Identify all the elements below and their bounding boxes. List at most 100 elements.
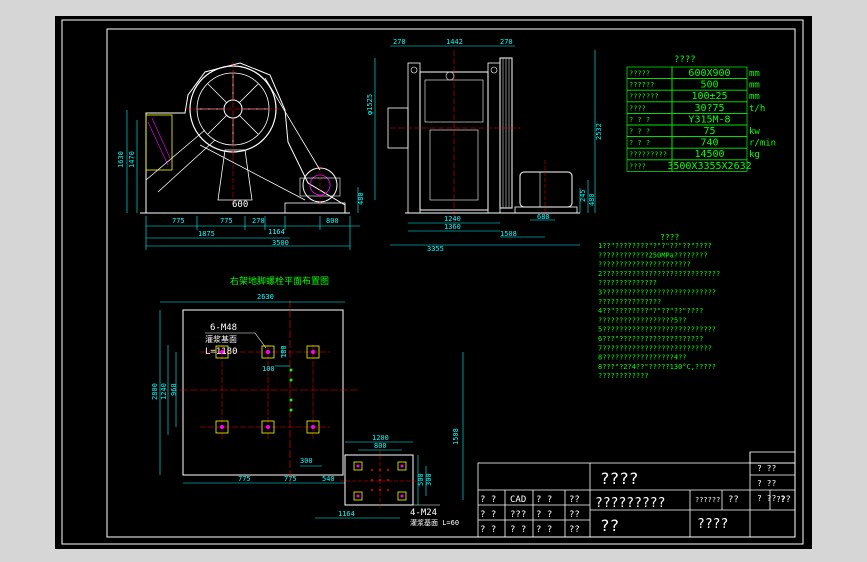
spec-row-value: 500: [700, 80, 718, 91]
inner-border: [106, 28, 796, 538]
motor-bolt-label: 4-M24: [410, 508, 437, 518]
drawing-canvas: [55, 16, 812, 549]
dim-side-480: 480: [588, 193, 596, 206]
outer-border: [61, 19, 804, 545]
note-line: ????????????: [598, 372, 649, 380]
note-line: 6???"????????????????????: [598, 335, 703, 343]
dim-side-1508: 1508: [500, 230, 517, 238]
foundation-plan: 右架地脚螺栓平面布置图 6-M48 灌浆基面 L=1180: [151, 275, 464, 519]
dim-front-1470: 1470: [128, 151, 136, 168]
dim-found-1508: 1508: [452, 428, 460, 445]
title-block-scale-value: ??: [728, 495, 739, 505]
dim-found-1164: 1164: [338, 510, 355, 518]
dim-front-775b: 775: [220, 217, 233, 225]
dim-found-300: 300: [300, 457, 313, 465]
spec-row-label: ? ? ?: [629, 139, 650, 147]
note-line: 8???"?2?4??"?????130°C,?????: [598, 363, 716, 371]
note-line: ??????????????????????: [598, 261, 691, 269]
title-block-name: ?????????: [595, 496, 665, 511]
dim-found-2800: 2800: [151, 383, 159, 400]
dim-found-775a: 775: [238, 475, 251, 483]
note-line: 3???????????????????????????: [598, 289, 716, 297]
dim-front-775a: 775: [172, 217, 185, 225]
title-grid-cell: ? ?: [536, 495, 552, 505]
note-line: 5???????????????????????????: [598, 326, 716, 334]
dim-motor-500: 500: [417, 473, 425, 486]
dim-found-100: 100: [262, 365, 275, 373]
dim-front-800: 800: [326, 217, 339, 225]
note-line: 7??????????????????????????: [598, 344, 712, 352]
dim-side-1442: 1442: [446, 38, 463, 46]
note-line: 2????????????????????????????: [598, 270, 720, 278]
motor-base-plan: 1200 800 500 300 4-M24 灌浆基面 L=60: [340, 434, 459, 527]
dim-found-540: 540: [322, 475, 335, 483]
title-grid-cell: ??: [569, 525, 580, 535]
spec-row-value: 30?75: [694, 103, 724, 114]
dim-side-680: 680: [537, 213, 550, 221]
dim-found-1240: 1240: [160, 383, 168, 400]
spec-row-unit: mm: [749, 81, 760, 91]
dim-front-3500: 3500: [272, 239, 289, 247]
dim-side-270b: 270: [500, 38, 513, 46]
note-line: ???????????????: [598, 298, 661, 306]
spec-row-value: 600X900: [688, 68, 730, 79]
spec-row-value: 740: [700, 138, 718, 149]
note-line: 8?????????????????4??: [598, 354, 687, 362]
spec-row-label: ? ? ?: [629, 128, 650, 136]
title-block-right-c: ? ??: [757, 494, 776, 503]
spec-row-unit: kw: [749, 127, 760, 137]
spec-row-value: 3500X3355X2632: [667, 161, 751, 172]
title-block-drawing-title: ????: [600, 469, 639, 488]
spec-row-value: 75: [703, 126, 715, 137]
spec-row-label: ??????: [629, 81, 654, 89]
side-view: 270 1442 270 φ1525 2532 1240 1360 1508 3…: [366, 38, 603, 253]
foundation-bolt-label: 6-M48: [210, 323, 237, 333]
front-view: 1630 1470 775 775 270 1164 800 1875 3500…: [117, 62, 365, 250]
title-block-scale-label: ??????: [695, 496, 720, 504]
title-grid-cell: ? ?: [510, 525, 526, 535]
spec-row-unit: kg: [749, 150, 760, 160]
spec-row-value: 100±25: [691, 91, 727, 102]
spec-row-label: ????: [629, 104, 646, 112]
title-grid-cell: ???: [510, 510, 526, 520]
dim-found-2630: 2630: [257, 293, 274, 301]
motor-grout-label: 灌浆基面 L=60: [410, 518, 459, 527]
title-block: [477, 451, 796, 538]
note-line: ????????????250MPa????????: [598, 251, 708, 259]
dim-motor-1200: 1200: [372, 434, 389, 442]
dim-front-1630: 1630: [117, 151, 125, 168]
foundation-length-label: L=1180: [205, 347, 238, 357]
spec-row-unit: mm: [749, 69, 760, 79]
spec-row-unit: t/h: [749, 104, 765, 114]
foundation-grout-label: 灌浆基面: [205, 334, 237, 344]
dim-front-1164: 1164: [268, 228, 285, 236]
technical-notes: ???? 1??"????????"?"?"??"??"????????????…: [598, 233, 720, 380]
notes-title: ????: [660, 233, 679, 242]
title-grid-cell: ? ?: [536, 510, 552, 520]
dim-side-2532: 2532: [595, 123, 603, 140]
spec-row-label: ?????: [629, 70, 650, 78]
dim-side-phi1525: φ1525: [366, 94, 374, 115]
dim-side-1360: 1360: [444, 223, 461, 231]
title-grid-cell: ? ?: [480, 495, 496, 505]
spec-table-title: ????: [674, 55, 696, 65]
title-grid-cell: ? ?: [480, 525, 496, 535]
spec-row-value: 14500: [694, 149, 724, 160]
title-grid-cell: ??: [569, 495, 580, 505]
note-line: 1??"????????"?"?"??"??"????: [598, 242, 712, 250]
dim-motor-800: 800: [374, 442, 387, 450]
dim-side-245: 245: [579, 189, 587, 202]
spec-row-unit: mm: [749, 92, 760, 102]
dim-side-1240: 1240: [444, 215, 461, 223]
dim-side-270a: 270: [393, 38, 406, 46]
dim-found-180: 180: [280, 345, 288, 358]
title-grid-cell: ? ?: [480, 510, 496, 520]
dim-front-480: 480: [357, 192, 365, 205]
title-grid-cell: ??: [569, 510, 580, 520]
dim-motor-300: 300: [425, 473, 433, 486]
foundation-plan-title: 右架地脚螺栓平面布置图: [230, 275, 329, 287]
spec-row-value: Y315M-8: [688, 114, 730, 125]
title-block-sheet-value: ??: [780, 495, 791, 505]
note-line: 4??"????????"?"??"??"????: [598, 307, 703, 315]
spec-row-label: ???????: [629, 93, 659, 101]
